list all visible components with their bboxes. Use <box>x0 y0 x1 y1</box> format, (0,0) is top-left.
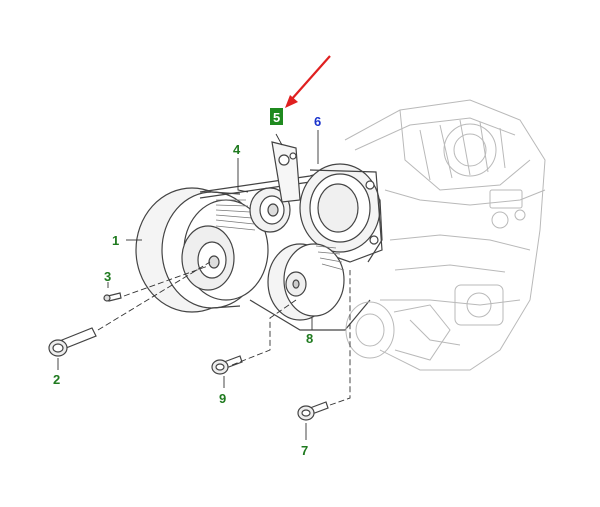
bolt-3 <box>103 292 122 302</box>
bolt-9 <box>211 355 243 375</box>
red-pointer-arrow <box>285 55 331 108</box>
callout-1: 1 <box>112 233 119 248</box>
bolt-2 <box>48 327 97 357</box>
callout-9: 9 <box>219 391 226 406</box>
idler-pulley <box>249 141 301 233</box>
callout-3: 3 <box>104 269 111 284</box>
bolt-7 <box>297 401 329 421</box>
crankshaft-pulley <box>135 187 269 313</box>
callout-5: 5 <box>273 110 280 125</box>
lower-pulley <box>267 243 345 321</box>
callout-5-highlight <box>270 108 283 125</box>
callout-8: 8 <box>306 331 313 346</box>
leader-lines <box>57 130 351 440</box>
callout-7: 7 <box>301 443 308 458</box>
belt-tensioner <box>299 163 383 263</box>
engine-block-background <box>344 99 546 371</box>
callout-6: 6 <box>314 114 321 129</box>
callout-2: 2 <box>53 372 60 387</box>
compressor-background <box>345 301 451 361</box>
callout-4: 4 <box>233 142 241 157</box>
